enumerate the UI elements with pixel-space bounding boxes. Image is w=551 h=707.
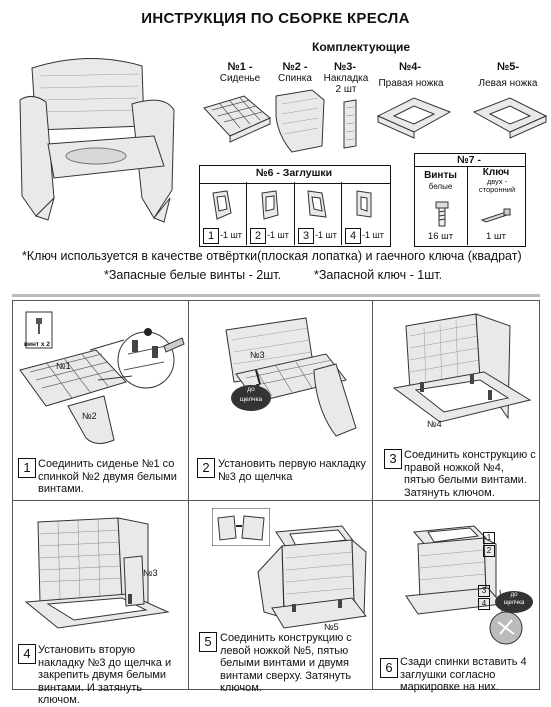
part3-qty: 2 шт: [335, 84, 357, 95]
screws-label: Винты: [424, 170, 457, 181]
step5-number: 5: [199, 632, 217, 652]
note-key-use: *Ключ используется в качестве отвёртки(п…: [22, 249, 522, 263]
note-spare-screws: *Запасные белые винты - 2шт.: [104, 268, 282, 282]
note-spare-key: *Запасной ключ - 1шт.: [314, 268, 443, 282]
part5-name: Левая ножка: [478, 78, 538, 89]
step1-part2-label: №2: [82, 411, 97, 421]
step6-drawing: [405, 525, 523, 645]
step5-part5-label: №5: [324, 622, 339, 632]
step4-number: 4: [18, 644, 36, 664]
right-leg-drawing: [376, 97, 452, 139]
left-leg-drawing: [472, 97, 548, 139]
key-label: Ключ: [482, 167, 510, 178]
step2-number: 2: [197, 458, 215, 478]
kit-heading: Комплектующие: [312, 40, 411, 54]
key-icon: [480, 208, 512, 223]
screws-qty: 16 шт: [427, 231, 454, 242]
cap-2-number: 2: [250, 228, 266, 244]
step3-drawing: [392, 313, 532, 423]
hardware-title: №7 -: [457, 154, 481, 166]
cap-2-qty: -1 шт: [267, 230, 289, 240]
step3-part4-label: №4: [427, 419, 442, 429]
step4-text: Установить вторую накладку №3 до щелчка …: [38, 644, 172, 706]
key-qty: 1 шт: [486, 231, 506, 242]
back-part-drawing: [275, 89, 325, 153]
part1-name: Сиденье: [219, 73, 261, 84]
hardware-box: [414, 153, 526, 247]
step6-cap-2-marker: 2: [483, 545, 495, 557]
step3-number: 3: [384, 449, 402, 469]
screws-sublabel: белые: [428, 182, 453, 191]
section-divider: [12, 294, 540, 297]
cap-4-number: 4: [345, 228, 361, 244]
step2-part3-label: №3: [250, 350, 265, 360]
step6-text: Сзади спинки вставить 4 заглушки согласн…: [400, 656, 527, 693]
step5-inset-drawing: [212, 508, 270, 546]
part2-number: №2 -: [282, 61, 308, 73]
cap-2-icon: [261, 190, 279, 220]
step6-cap-4-marker: 4: [478, 598, 490, 610]
part4-number: №4-: [398, 61, 422, 73]
cap-4-icon: [356, 190, 372, 218]
step6-click-tag: [495, 591, 533, 613]
step1-screw-label: винт х 2: [24, 341, 50, 348]
cap-1-qty: -1 шт: [220, 230, 242, 240]
caps-title: №6 - Заглушки: [255, 167, 333, 179]
step2-click-tag: [231, 385, 271, 411]
step5-text: Соединить конструкцию с левой ножкой №5,…: [220, 632, 352, 694]
cap-3-number: 3: [298, 228, 314, 244]
part5-number: №5-: [496, 61, 520, 73]
step1-drawing: [19, 311, 185, 444]
step3-text: Соединить конструкцию с правой ножкой №4…: [404, 449, 536, 499]
step5-drawing: [257, 525, 367, 629]
cap-3-icon: [307, 190, 327, 218]
caps-box-header: [199, 165, 391, 184]
step2-click-text-2: щелчка: [239, 396, 263, 403]
part4-name: Правая ножка: [378, 78, 444, 89]
step2-text: Установить первую накладку №3 до щелчка: [218, 458, 366, 483]
part3-name: Накладка: [323, 73, 369, 84]
steps-grid: [12, 300, 540, 690]
chair-illustration: [19, 57, 175, 223]
step4-part3-label: №3: [143, 568, 158, 578]
step6-cap-1-marker: 1: [483, 532, 495, 544]
screw-icon: [435, 201, 449, 227]
step6-click-text-2: щелчка: [503, 600, 525, 606]
part2-name: Спинка: [278, 73, 312, 84]
cap-1-number: 1: [203, 228, 219, 244]
step1-part1-label: №1: [56, 361, 71, 371]
step6-number: 6: [380, 658, 398, 678]
step4-drawing: [24, 517, 170, 629]
page-title: ИНСТРУКЦИЯ ПО СБОРКЕ КРЕСЛА: [141, 10, 410, 27]
part3-number: №3-: [333, 61, 357, 73]
step6-click-text-1: до: [510, 592, 518, 598]
step1-text: Соединить сиденье №1 со спинкой №2 двумя…: [38, 458, 177, 495]
key-sublabel: двух - сторонний: [478, 177, 516, 194]
step6-cap-3-marker: 3: [478, 585, 490, 597]
step2-drawing: [225, 317, 357, 437]
step2-click-text-1: до: [247, 386, 255, 393]
seat-part-drawing: [203, 95, 271, 143]
cap-1-icon: [212, 190, 232, 220]
cap-4-qty: -1 шт: [362, 230, 384, 240]
step1-number: 1: [18, 458, 36, 478]
cap-3-qty: -1 шт: [315, 230, 337, 240]
cover-part-drawing: [343, 99, 357, 149]
part1-number: №1 -: [227, 61, 253, 73]
